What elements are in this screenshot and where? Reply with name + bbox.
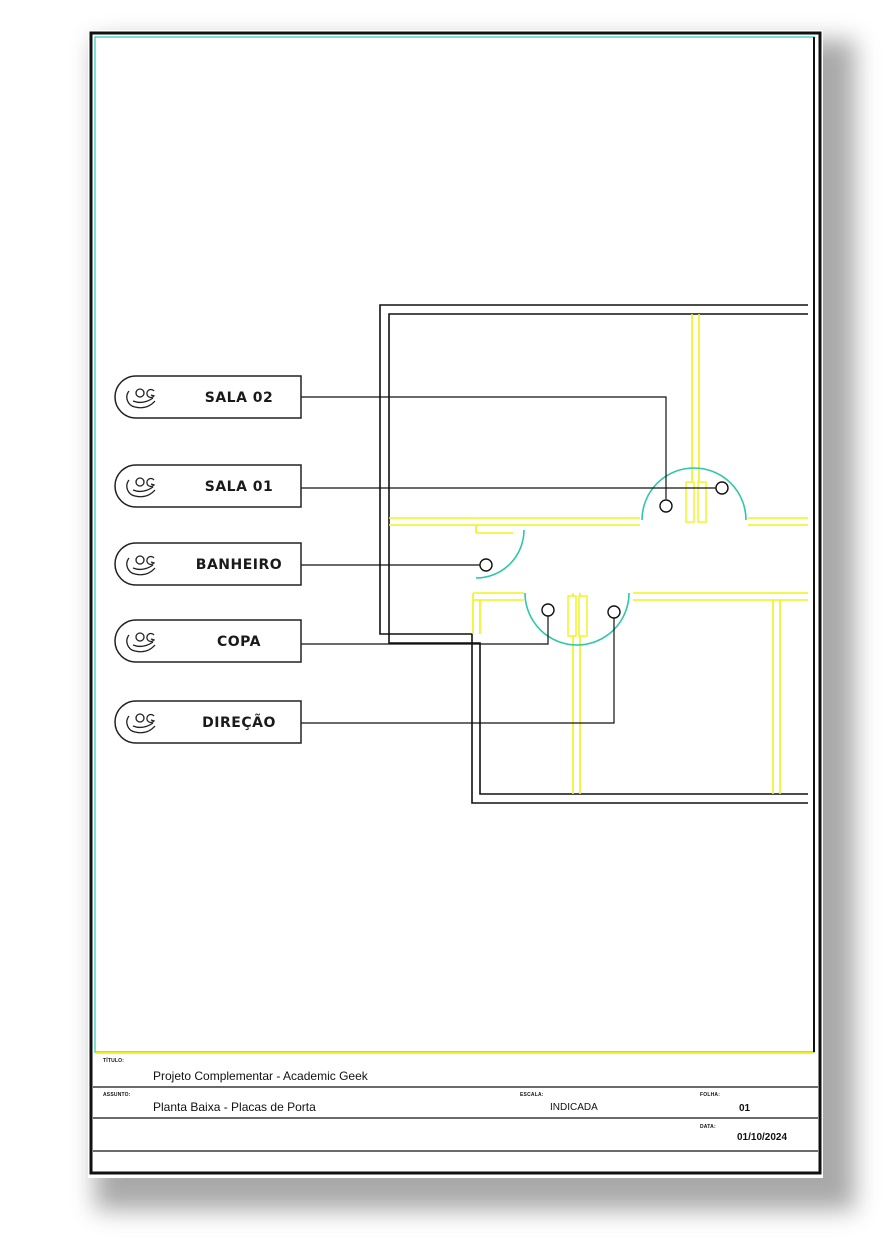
door-tag: BANHEIRO [114,542,302,586]
academic-geek-logo-icon [126,477,156,498]
escala-value: INDICADA [550,1102,598,1113]
door-tag-label: COPA [217,634,261,650]
door-tag: DIREÇÃO [114,700,302,744]
assunto-caption: ASSUNTO: [103,1092,131,1098]
data-caption: DATA: [700,1124,716,1130]
door-tag: SALA 01 [114,464,302,508]
assunto-value: Planta Baixa - Placas de Porta [153,1100,316,1114]
titulo-value: Projeto Complementar - Academic Geek [153,1069,368,1083]
folha-caption: FOLHA: [700,1092,721,1098]
door-tag-label: BANHEIRO [196,557,282,573]
academic-geek-logo-icon [126,555,156,576]
door-tag-list: SALA 02 SALA 01 BANHEIRO COPA DIREÇÃO [114,375,302,744]
outer-walls [379,304,808,804]
data-value: 01/10/2024 [737,1132,788,1143]
drawing-sheet: SALA 02 SALA 01 BANHEIRO COPA DIREÇÃO TÍTULO… [88,30,823,1178]
floor-plan-drawing: SALA 02 SALA 01 BANHEIRO COPA DIREÇÃO [89,31,822,1175]
door-tag-label: SALA 01 [205,479,274,495]
door-tag: COPA [114,619,302,663]
door-tag-label: DIREÇÃO [202,714,276,731]
door-tag: SALA 02 [114,375,302,419]
door-swings [475,467,747,646]
title-block-lines [93,1086,818,1152]
academic-geek-logo-icon [126,632,156,653]
titulo-caption: TÍTULO: [103,1058,125,1064]
academic-geek-logo-icon [126,388,156,409]
interior-walls [389,314,808,794]
door-tag-outline [114,619,302,663]
door-leaves [567,481,707,637]
tag-pins [479,481,729,619]
door-tag-outline [114,542,302,586]
academic-geek-logo-icon [126,713,156,734]
folha-value: 01 [739,1103,751,1114]
leader-lines [301,396,716,724]
door-tag-outline [114,375,302,419]
door-tag-label: SALA 02 [205,390,274,406]
door-tag-outline [114,700,302,744]
escala-caption: ESCALA: [520,1092,544,1098]
sheet-border-outer [89,31,822,1175]
door-tag-outline [114,464,302,508]
